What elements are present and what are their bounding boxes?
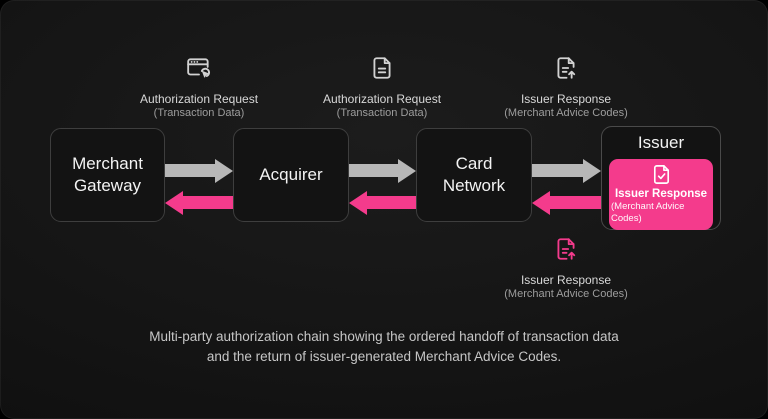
node-acquirer: Acquirer <box>233 128 349 222</box>
flow-label-auth-request-2: Authorization Request (Transaction Data) <box>287 55 477 120</box>
return-note-issuer-response: Issuer Response (Merchant Advice Codes) <box>466 236 666 301</box>
flow-label-subtitle: (Merchant Advice Codes) <box>504 107 628 119</box>
issuer-response-card: Issuer Response (Merchant Advice Codes) <box>609 158 713 230</box>
file-text-icon <box>369 55 395 81</box>
flow-label-auth-request-1: Authorization Request (Transaction Data) <box>104 55 294 120</box>
issuer-card-title: Issuer Response <box>614 187 708 200</box>
node-card-network: Card Network <box>416 128 532 222</box>
return-arrow-3 <box>550 196 601 209</box>
caption-line-2: and the return of issuer-generated Merch… <box>206 348 562 364</box>
flow-label-title: Authorization Request <box>139 92 259 106</box>
file-up-icon <box>553 55 579 81</box>
forward-arrow-2 <box>349 164 398 177</box>
return-note-title: Issuer Response <box>520 273 612 287</box>
return-note-subtitle: (Merchant Advice Codes) <box>504 288 628 300</box>
flow-label-issuer-response: Issuer Response (Merchant Advice Codes) <box>471 55 661 120</box>
file-check-icon <box>650 163 673 186</box>
file-up-icon <box>553 236 579 262</box>
flow-label-title: Issuer Response <box>520 92 612 106</box>
forward-arrow-1 <box>165 164 215 177</box>
flow-label-subtitle: (Transaction Data) <box>336 107 428 119</box>
node-label: Merchant Gateway <box>72 154 143 195</box>
browser-click-icon <box>186 55 212 81</box>
node-issuer: Issuer Issuer Response (Merchant Advice … <box>601 126 721 230</box>
return-arrow-2 <box>367 196 416 209</box>
node-label: Acquirer <box>259 165 323 185</box>
diagram-caption: Multi-party authorization chain showing … <box>0 327 768 366</box>
caption-line-1: Multi-party authorization chain showing … <box>149 329 619 344</box>
node-merchant-gateway: Merchant Gateway <box>50 128 165 222</box>
return-arrow-1 <box>183 196 233 209</box>
node-label: Card Network <box>442 154 506 195</box>
node-label: Issuer <box>637 133 685 152</box>
issuer-card-subtitle: (Merchant Advice Codes) <box>611 200 685 224</box>
flow-label-title: Authorization Request <box>322 92 442 106</box>
forward-arrow-3 <box>532 164 583 177</box>
flow-label-subtitle: (Transaction Data) <box>153 107 245 119</box>
